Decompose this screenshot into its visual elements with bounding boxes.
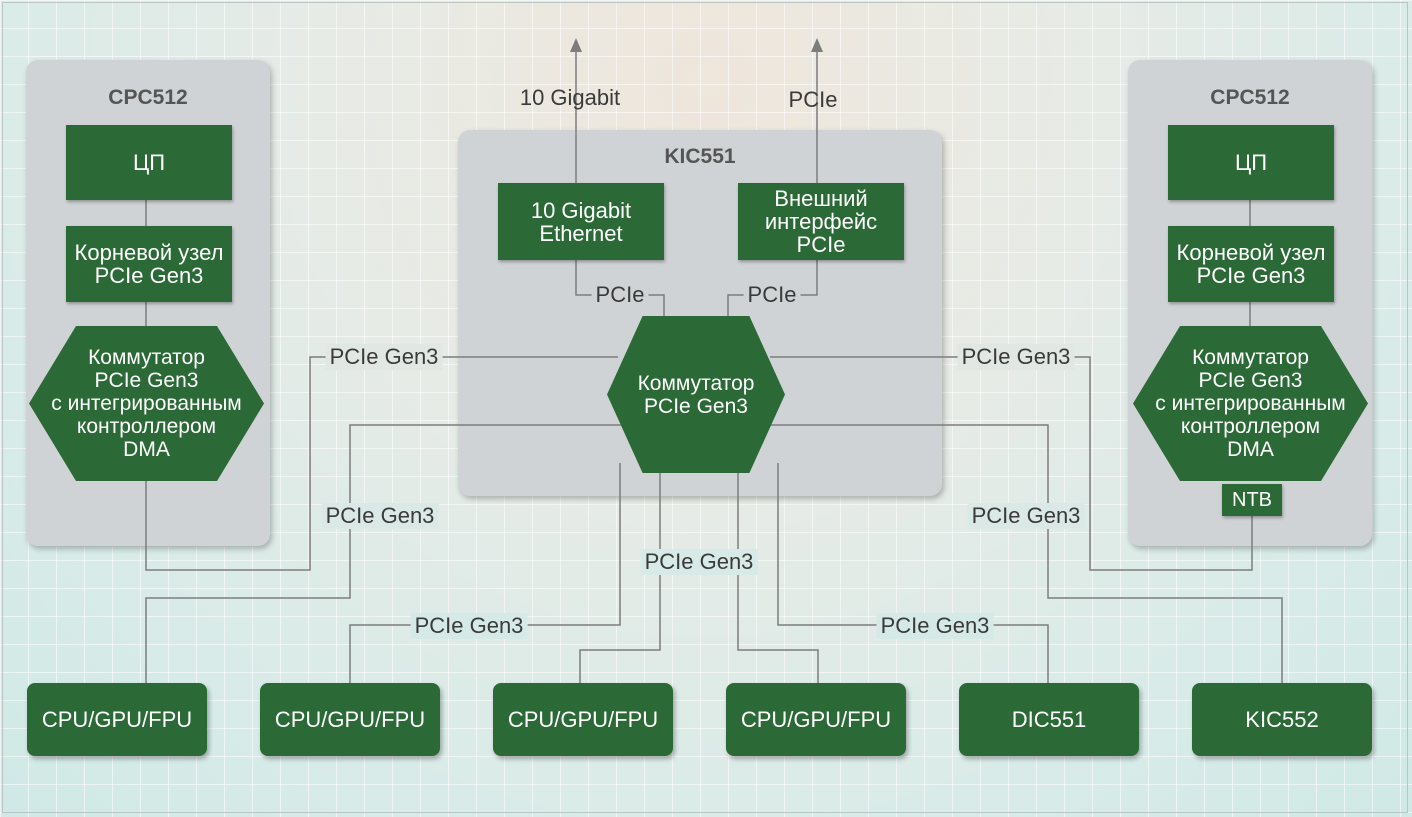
right-cpu-box: ЦП (1168, 125, 1334, 200)
gigabit-arrowhead (570, 38, 582, 52)
device-1-label: CPU/GPU/FPU (41, 706, 193, 732)
device-3-label: CPU/GPU/FPU (507, 706, 659, 732)
external-pcie-line3: PCIe (796, 232, 846, 257)
eth-switch-pcie-label: PCIe (591, 282, 649, 308)
ethernet-line1: 10 Gigabit (530, 197, 632, 223)
ntb-label: NTB (1232, 488, 1272, 511)
right-switch-line3: с интегрированным (1155, 392, 1346, 415)
right-root-line2: PCIe Gen3 (1196, 263, 1306, 288)
switch-kic552-link (770, 424, 1283, 683)
device-cpu-gpu-fpu-3: CPU/GPU/FPU (493, 683, 673, 756)
device-5-label: DIC551 (1011, 706, 1087, 732)
right-switch-line2: PCIe Gen3 (1198, 369, 1303, 392)
left-upper-gen3-label: PCIe Gen3 (325, 344, 443, 370)
device-cpu-gpu-fpu-1: CPU/GPU/FPU (27, 683, 207, 756)
right-root-complex-box: Корневой узел PCIe Gen3 (1168, 226, 1334, 302)
right-upper-gen3-label: PCIe Gen3 (957, 344, 1075, 370)
left-switch-line1: Коммутатор (88, 346, 205, 369)
external-pcie-box: Внешний интерфейс PCIe (738, 183, 904, 260)
right-lower-gen3-label: PCIe Gen3 (967, 503, 1085, 529)
left-switch-hexagon: Коммутатор PCIe Gen3 с интегрированным к… (29, 326, 264, 481)
left-lower-gen3-label: PCIe Gen3 (321, 503, 439, 529)
bottom-left-gen3-label: PCIe Gen3 (410, 613, 528, 639)
left-switch-line2: PCIe Gen3 (94, 369, 199, 392)
external-pcie-line1: Внешний (774, 186, 868, 211)
device-6-label: KIC552 (1245, 706, 1319, 732)
right-ntb-box: NTB (1222, 484, 1282, 516)
ext-switch-pcie-label: PCIe (743, 282, 801, 308)
left-switch-line3: с интегрированным (51, 392, 242, 415)
left-panel-title: CPC512 (108, 86, 188, 109)
left-switch-line4: контроллером (76, 415, 217, 438)
right-cpu-label: ЦП (1234, 150, 1268, 175)
device-dic551: DIC551 (959, 683, 1139, 756)
device-cpu-gpu-fpu-2: CPU/GPU/FPU (260, 683, 440, 756)
center-switch-line2: PCIe Gen3 (644, 394, 748, 418)
left-root-line1: Корневой узел (74, 240, 224, 265)
center-switch-hexagon: Коммутатор PCIe Gen3 (607, 316, 785, 473)
pcie-arrowhead (811, 38, 823, 52)
device-cpu-gpu-fpu-4: CPU/GPU/FPU (726, 683, 906, 756)
device-4-label: CPU/GPU/FPU (740, 706, 892, 732)
ethernet-line2: Ethernet (539, 220, 623, 246)
right-switch-line4: контроллером (1180, 415, 1321, 438)
device-2-label: CPU/GPU/FPU (274, 706, 426, 732)
right-switch-line1: Коммутатор (1192, 346, 1309, 369)
left-cpu-box: ЦП (66, 125, 232, 200)
center-gen3-label: PCIe Gen3 (640, 549, 758, 575)
bottom-right-gen3-label: PCIe Gen3 (876, 613, 994, 639)
left-root-complex-box: Корневой узел PCIe Gen3 (66, 226, 232, 302)
pcie-arrow-label: PCIe (788, 87, 838, 112)
right-root-line1: Корневой узел (1176, 240, 1326, 265)
left-root-line2: PCIe Gen3 (94, 263, 204, 288)
switch-cpu1-link (145, 424, 630, 683)
center-switch-line1: Коммутатор (637, 371, 755, 395)
ethernet-box: 10 Gigabit Ethernet (498, 183, 664, 260)
device-kic552: KIC552 (1192, 683, 1372, 756)
gigabit-arrow-label: 10 Gigabit (519, 85, 621, 110)
left-switch-line5: DMA (123, 438, 170, 461)
right-switch-line5: DMA (1227, 438, 1274, 461)
left-cpu-label: ЦП (132, 150, 166, 175)
center-panel-title: KIC551 (664, 145, 736, 168)
right-switch-hexagon: Коммутатор PCIe Gen3 с интегрированным к… (1133, 326, 1368, 481)
right-panel-title: CPC512 (1210, 86, 1290, 109)
external-pcie-line2: интерфейс (764, 209, 878, 234)
